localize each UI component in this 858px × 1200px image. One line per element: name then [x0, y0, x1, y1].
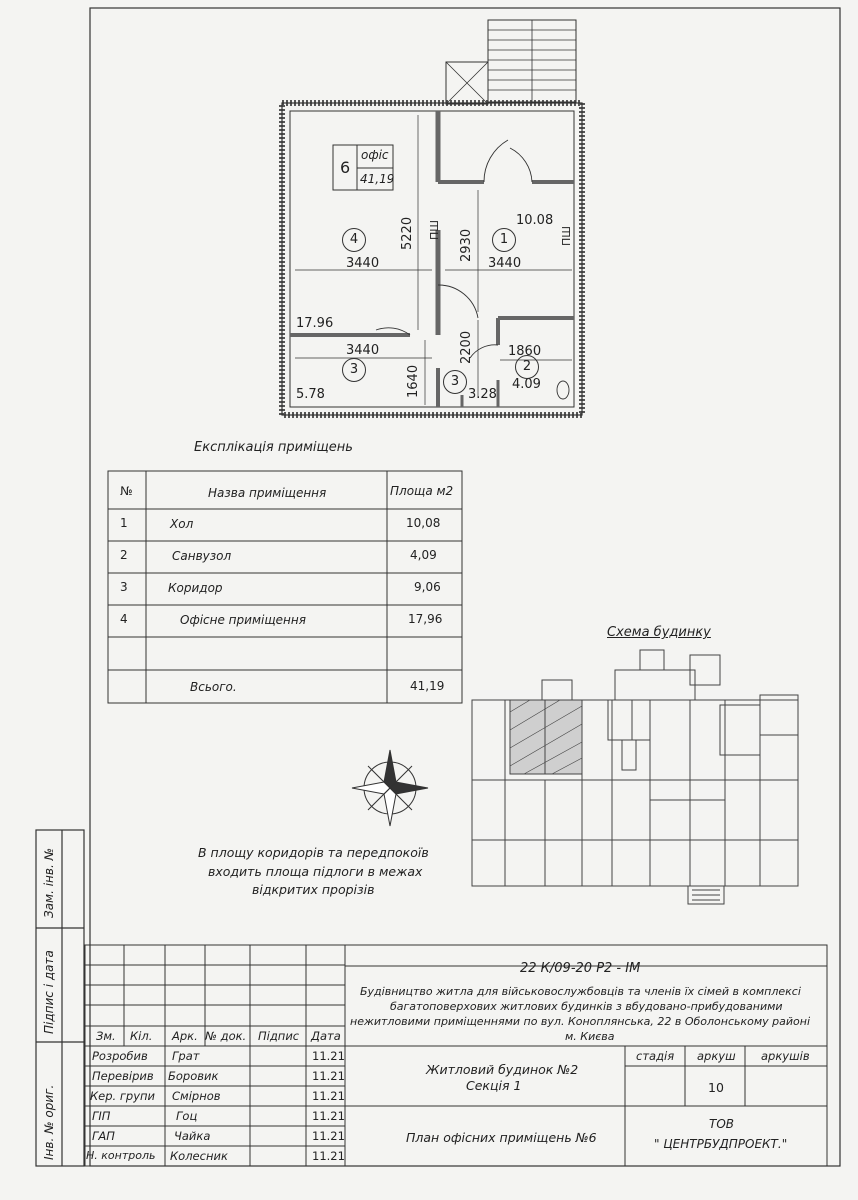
- note-line-1: В площу коридорів та передпокоїв: [198, 845, 429, 860]
- side-stamp-frame: [35, 829, 85, 1167]
- tb-header-ark: Арк.: [172, 1029, 198, 1043]
- explication-header-num: №: [120, 484, 133, 498]
- area-wc: 4.09: [512, 377, 541, 392]
- tb-header-zm: Зм.: [96, 1029, 116, 1043]
- row-area: 10,08: [406, 516, 441, 530]
- project-line-3: нежитловими приміщеннями по вул. Конопля…: [350, 1015, 811, 1028]
- dim-3440-left: 3440: [346, 256, 380, 271]
- tb-role: Кер. групи: [90, 1089, 155, 1103]
- side-stamp-signature-date: Підпис і дата: [42, 950, 56, 1034]
- tb-name: Смірнов: [172, 1089, 221, 1103]
- office-area: 41,19: [360, 172, 395, 186]
- company-line-2: " ЦЕНТРБУДПРОЕКТ.": [654, 1137, 788, 1151]
- tb-date: 11.21: [312, 1049, 345, 1063]
- sheet-label: аркуш: [697, 1049, 736, 1063]
- row-name: Хол: [170, 517, 194, 531]
- tb-header-data: Дата: [311, 1029, 341, 1043]
- project-line-4: м. Києва: [565, 1030, 615, 1043]
- note-line-3: відкритих прорізів: [252, 882, 375, 897]
- tb-role: Розробив: [92, 1049, 148, 1063]
- row-area: 4,09: [410, 548, 437, 562]
- tb-name: Гоц: [176, 1109, 198, 1123]
- project-line-2: багатоповерхових житлових будинків з вбу…: [390, 1000, 783, 1013]
- room-mark-4: 4: [342, 228, 366, 252]
- office-number: 6: [340, 158, 351, 177]
- explication-header-name: Назва приміщення: [208, 486, 327, 500]
- row-area: 9,06: [414, 580, 441, 594]
- drawing-code: 22 К/09-20 Р2 - ІМ: [520, 961, 641, 976]
- explication-header-area: Площа м2: [390, 484, 454, 498]
- dim-1640: 1640: [406, 364, 421, 398]
- tb-name: Боровик: [168, 1069, 219, 1083]
- project-line-1: Будівництво житла для військовослужбовці…: [360, 985, 801, 998]
- row-num: 4: [120, 612, 128, 626]
- row-name: Санвузол: [172, 549, 232, 563]
- tb-date: 11.21: [312, 1129, 345, 1143]
- area-corridor-left: 5.78: [296, 387, 325, 402]
- row-name: Офісне приміщення: [180, 613, 306, 627]
- side-stamp-original: Інв. № ориг.: [42, 1084, 56, 1160]
- room-mark-2: 2: [515, 355, 539, 379]
- dim-3440-corridor: 3440: [346, 343, 380, 358]
- area-office: 17.96: [296, 316, 334, 331]
- tb-role: ГАП: [92, 1129, 115, 1143]
- area-hall: 10.08: [516, 213, 554, 228]
- sheet-value: 10: [708, 1080, 724, 1095]
- tb-date: 11.21: [312, 1149, 345, 1163]
- explication-table-grid: [107, 470, 463, 704]
- dim-2200: 2200: [459, 330, 474, 364]
- tb-role: ГІП: [92, 1109, 111, 1123]
- pshch-right: ПШ: [560, 225, 573, 246]
- dim-2930: 2930: [459, 228, 474, 262]
- building-line-2: Секція 1: [466, 1078, 522, 1093]
- note-line-2: входить площа підлоги в межах: [208, 864, 423, 879]
- row-area: 17,96: [408, 612, 443, 626]
- tb-role: Перевірив: [92, 1069, 154, 1083]
- side-stamp-replacement: Зам. інв. №: [42, 847, 56, 918]
- tb-role: Н. контроль: [86, 1149, 156, 1162]
- area-corridor-right: 3.28: [468, 387, 497, 402]
- building-scheme: [471, 649, 799, 905]
- office-label: офіс: [361, 148, 389, 162]
- compass-rose-icon: [351, 749, 429, 827]
- pshch-left: ПШ: [428, 219, 441, 240]
- tb-header-pidpys: Підпис: [258, 1029, 300, 1043]
- dim-3440-right: 3440: [488, 256, 522, 271]
- tb-name: Колесник: [170, 1149, 228, 1163]
- explication-total-value: 41,19: [410, 679, 445, 693]
- room-mark-1: 1: [492, 228, 516, 252]
- tb-date: 11.21: [312, 1089, 345, 1103]
- row-num: 2: [120, 548, 128, 562]
- room-mark-3-right: 3: [443, 370, 467, 394]
- building-line-1: Житловий будинок №2: [426, 1062, 579, 1077]
- explication-total-label: Всього.: [190, 680, 237, 694]
- company-line-1: ТОВ: [709, 1117, 735, 1131]
- dim-5220: 5220: [400, 216, 415, 250]
- title-block-grid: [84, 944, 828, 1167]
- tb-header-kil: Кіл.: [130, 1029, 153, 1043]
- row-name: Коридор: [168, 581, 223, 595]
- row-num: 3: [120, 580, 128, 594]
- tb-name: Чайка: [174, 1129, 211, 1143]
- drawing-title: План офісних приміщень №6: [406, 1130, 597, 1145]
- room-mark-3-left: 3: [342, 358, 366, 382]
- dim-1860: 1860: [508, 344, 542, 359]
- stage-label: стадія: [636, 1049, 675, 1063]
- tb-header-ndok: № док.: [205, 1029, 247, 1043]
- scheme-title: Схема будинку: [607, 625, 711, 640]
- row-num: 1: [120, 516, 128, 530]
- tb-date: 11.21: [312, 1109, 345, 1123]
- tb-date: 11.21: [312, 1069, 345, 1083]
- explication-title: Експлікація приміщень: [194, 440, 353, 455]
- sheets-label: аркушів: [761, 1049, 810, 1063]
- floor-plan: [279, 19, 585, 418]
- tb-name: Грат: [172, 1049, 200, 1063]
